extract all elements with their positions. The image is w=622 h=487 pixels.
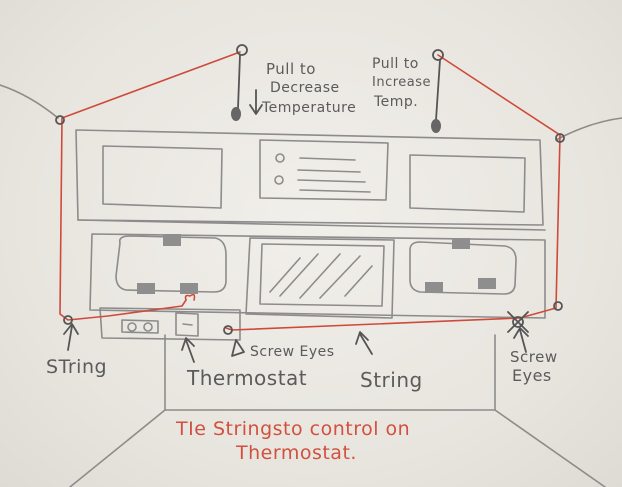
switch-icon [143, 322, 153, 332]
note-line-2: Thermostat. [236, 442, 357, 464]
label-pull-increase-1: Pull to [372, 56, 419, 72]
center-vent-inner [259, 243, 385, 307]
vent-right [409, 241, 517, 295]
arrow-up-icon [355, 331, 373, 355]
pull-weight-icon [431, 119, 441, 133]
vent-clip [452, 238, 470, 249]
screw-eye-icon [236, 44, 248, 56]
label-screw-eyes-right-1: Screw [510, 348, 558, 366]
label-thermostat: Thermostat [187, 366, 308, 390]
pull-string-left [237, 54, 241, 109]
screw-eye-icon [553, 301, 563, 311]
label-screw-eyes-center: Screw Eyes [250, 344, 335, 360]
floor-line-left [69, 409, 166, 487]
pull-weight-icon [231, 107, 241, 121]
vent-clip [478, 278, 496, 289]
knob-icon [274, 175, 284, 185]
arrow-up-icon [181, 337, 195, 363]
arrow-down-icon [249, 89, 263, 115]
arrow-up-icon [513, 327, 529, 353]
label-pull-increase-3: Temp. [374, 94, 419, 110]
vent-clip [137, 283, 155, 294]
label-screw-eyes-right-2: Eyes [512, 366, 552, 385]
red-string-bow [184, 293, 196, 301]
label-string-center: String [360, 368, 423, 392]
center-vent-outer [245, 237, 395, 319]
wall-lower-edges [164, 334, 496, 411]
label-pull-decrease-1: Pull to [266, 60, 316, 78]
vent-left [115, 235, 227, 293]
label-string-left: STring [46, 356, 108, 378]
note-line-1: TIe Stringsto control on [176, 418, 411, 440]
screw-eye-icon [55, 115, 65, 125]
arrow-up-icon [63, 323, 79, 351]
label-pull-decrease-3: Temperature [262, 100, 357, 116]
wall-line-left [0, 84, 59, 119]
vent-clip [163, 234, 181, 246]
screw-eye-icon [63, 315, 73, 325]
screw-eye-icon [512, 316, 524, 328]
label-pull-increase-2: Increase [372, 75, 432, 90]
vent-clip [425, 282, 443, 293]
thermostat-slider [182, 323, 193, 326]
panel-lines [297, 157, 371, 193]
upper-right-window [409, 154, 526, 213]
red-string-left [59, 51, 241, 321]
thermostat-box [175, 312, 199, 337]
screw-eye-cross [507, 311, 529, 333]
wall-line-right [555, 117, 622, 141]
screw-eye-icon [555, 133, 565, 143]
switch-box [121, 319, 159, 334]
dash-lower-panel [77, 219, 546, 319]
vent-hatching [269, 253, 373, 299]
upper-left-window [102, 145, 223, 209]
center-control-panel [259, 139, 389, 201]
arrow-triangle-icon [231, 339, 245, 357]
switch-icon [127, 322, 137, 332]
vent-clip [180, 283, 198, 294]
red-string-right [225, 54, 561, 331]
dash-upper-panel [75, 129, 544, 226]
lower-console [99, 307, 241, 341]
screw-eye-icon [432, 49, 444, 61]
pull-string-right [435, 59, 441, 121]
screw-eye-icon [223, 325, 233, 335]
label-pull-decrease-2: Decrease [270, 80, 340, 96]
floor-line-right [494, 409, 606, 487]
knob-icon [275, 153, 285, 163]
